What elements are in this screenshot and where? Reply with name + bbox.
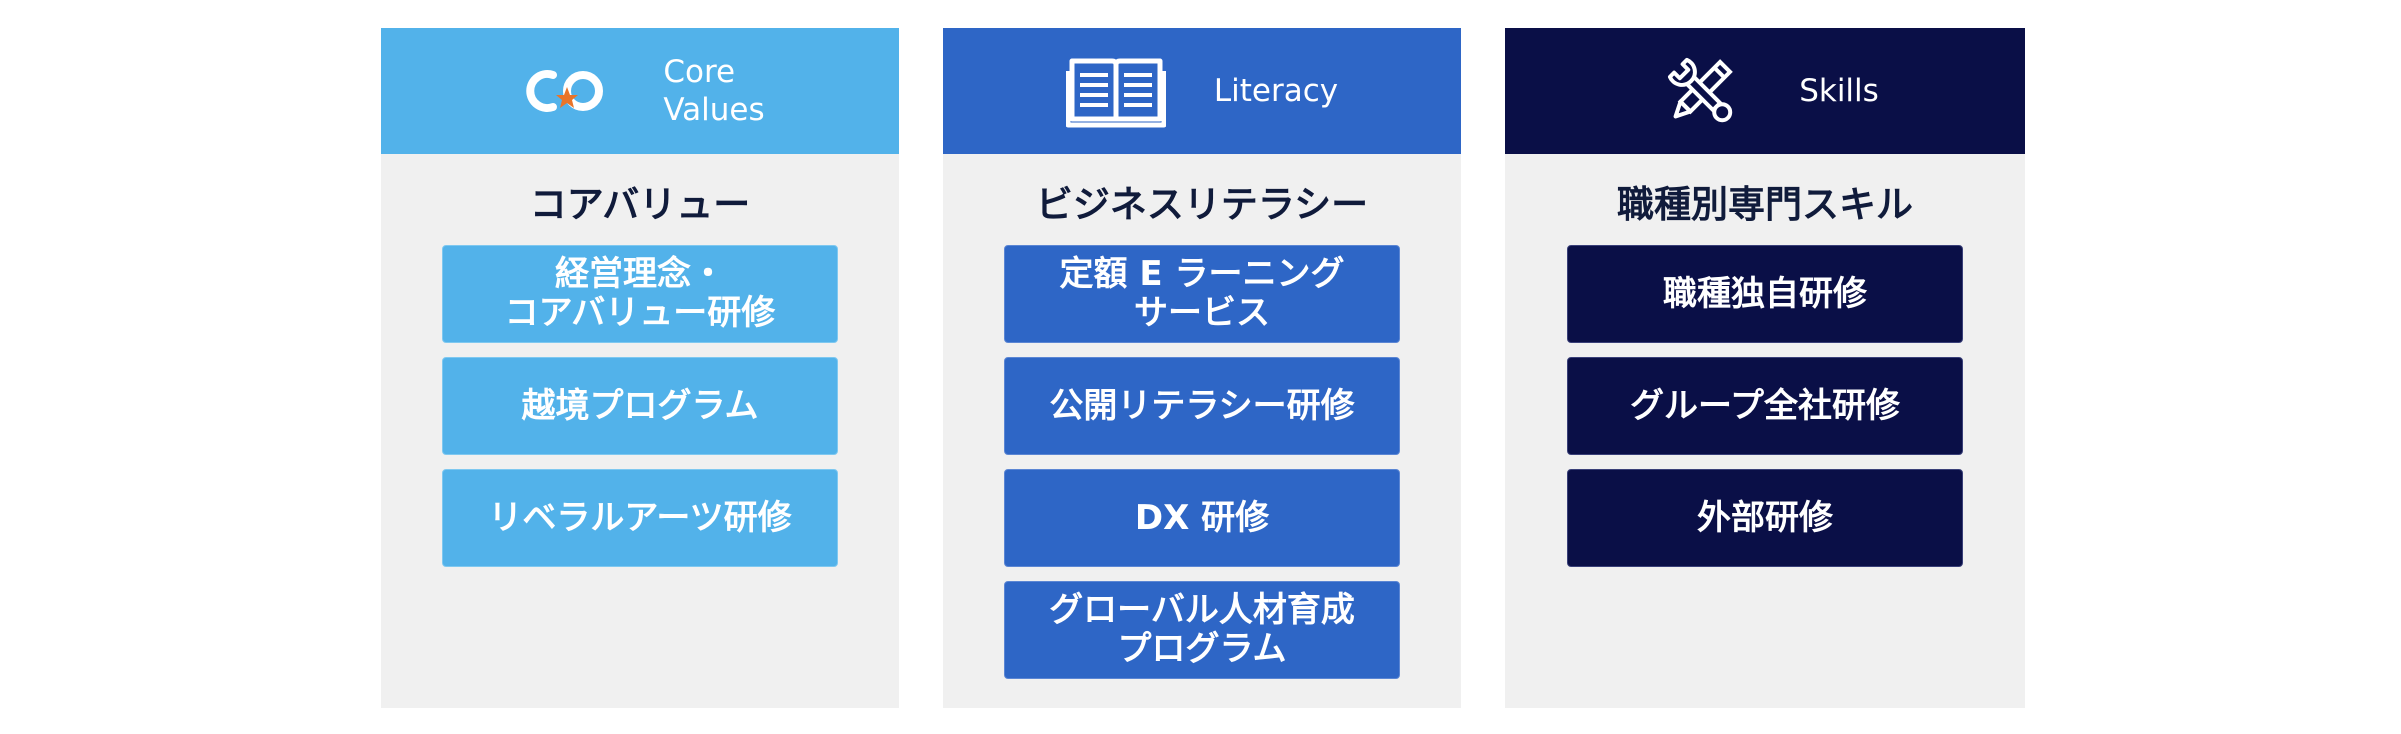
item-public-literacy-training[interactable]: 公開リテラシー研修: [1004, 357, 1400, 455]
item-dx-training[interactable]: DX 研修: [1004, 469, 1400, 567]
column-title-business-literacy: ビジネスリテラシー: [1035, 183, 1369, 226]
header-label-literacy: Literacy: [1213, 73, 1339, 109]
literacy-column: Literacy ビジネスリテラシー 定額 E ラーニング サービス 公開リテラ…: [943, 28, 1461, 708]
core-values-logo-icon: [515, 51, 615, 131]
item-philosophy-core-values-training[interactable]: 経営理念・ コアバリュー研修: [442, 245, 838, 343]
item-job-specific-training[interactable]: 職種独自研修: [1567, 245, 1963, 343]
item-flat-rate-elearning[interactable]: 定額 E ラーニング サービス: [1004, 245, 1400, 343]
item-global-talent-program[interactable]: グローバル人材育成 プログラム: [1004, 581, 1400, 679]
skills-column: Skills 職種別専門スキル 職種独自研修 グループ全社研修 外部研修: [1505, 28, 2025, 708]
skills-header: Skills: [1505, 28, 2025, 154]
header-label-skills: Skills: [1799, 73, 1879, 109]
core-values-header: Core Values: [381, 28, 899, 154]
open-book-icon: [1065, 51, 1166, 131]
item-cross-border-program[interactable]: 越境プログラム: [442, 357, 838, 455]
item-group-wide-training[interactable]: グループ全社研修: [1567, 357, 1963, 455]
core-values-column: Core Values コアバリュー 経営理念・ コアバリュー研修 越境プログラ…: [381, 28, 899, 708]
wrench-pencil-icon: [1651, 51, 1751, 131]
item-liberal-arts-training[interactable]: リベラルアーツ研修: [442, 469, 838, 567]
column-title-core-values: コアバリュー: [529, 183, 751, 226]
header-label-core-values: Core Values: [663, 54, 765, 128]
column-title-specialized-skills: 職種別専門スキル: [1617, 183, 1913, 226]
item-external-training[interactable]: 外部研修: [1567, 469, 1963, 567]
literacy-header: Literacy: [943, 28, 1461, 154]
